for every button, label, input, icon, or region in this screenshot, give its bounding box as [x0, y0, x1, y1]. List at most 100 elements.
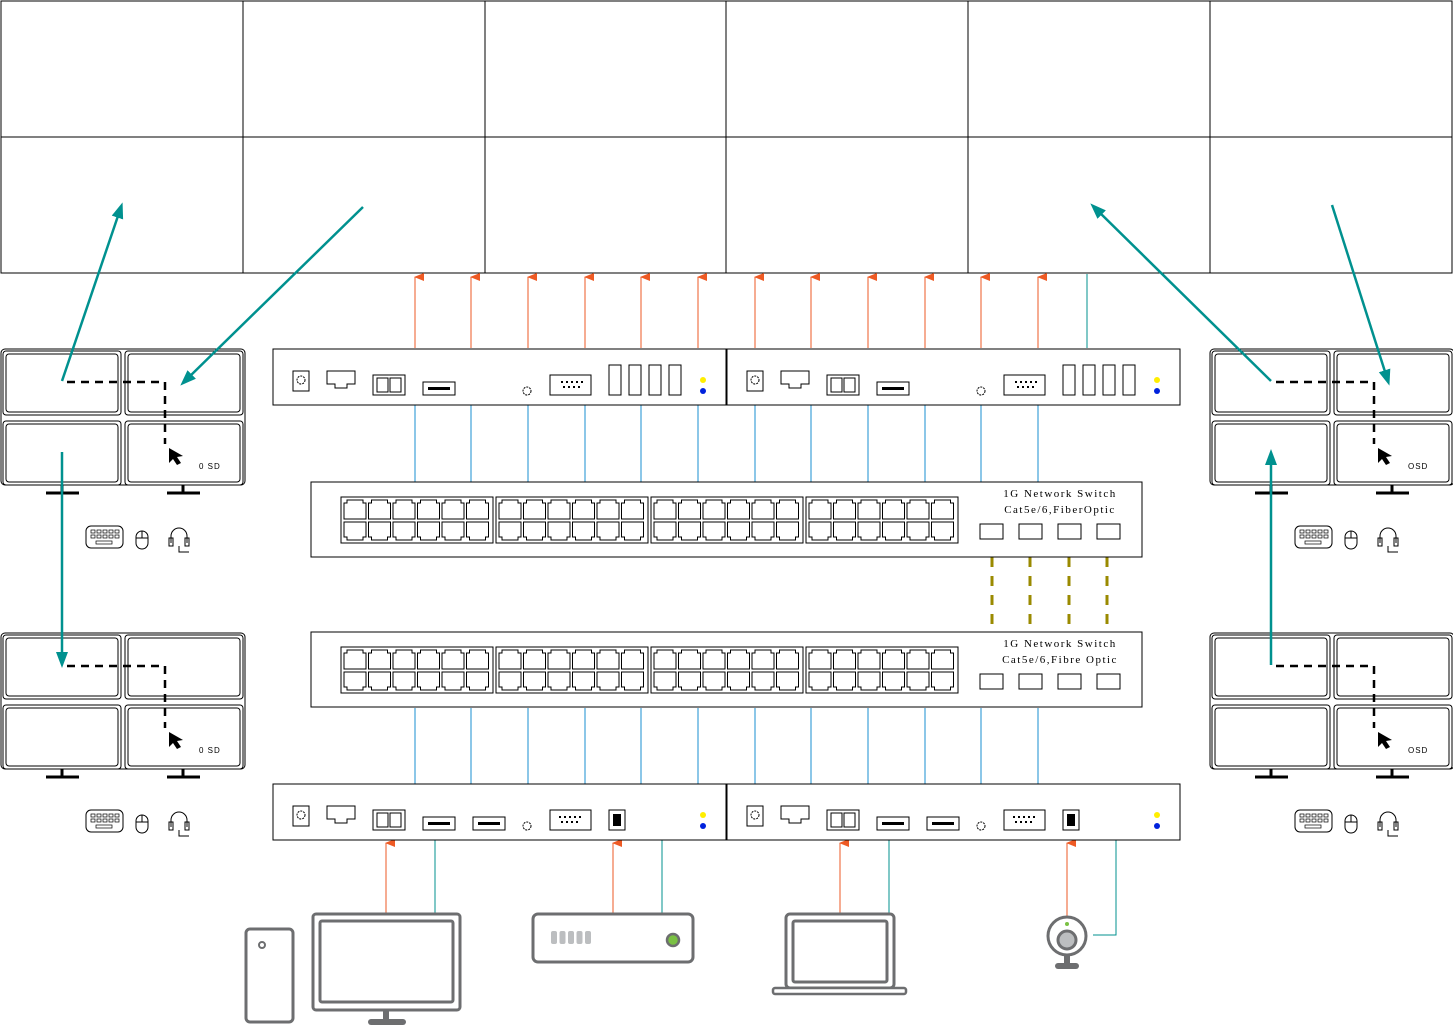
ethernet-port — [727, 499, 750, 520]
keyboard-key — [1317, 818, 1323, 823]
ethernet-port — [498, 521, 522, 541]
video-wall-panel — [0, 136, 244, 274]
monitor-screen — [127, 423, 241, 483]
webcam-icon — [1046, 915, 1088, 969]
ethernet-port — [906, 521, 930, 541]
serial-pin — [1023, 816, 1025, 818]
ethernet-port — [653, 499, 677, 520]
keyboard-key — [1305, 529, 1311, 534]
usb-port-icon — [1062, 364, 1076, 396]
ethernet-port — [343, 521, 367, 541]
video-wall-panel — [1209, 136, 1453, 274]
hdmi-port-icon — [876, 381, 910, 396]
serial-pin — [561, 821, 563, 823]
monitor-display — [318, 919, 455, 1004]
ethernet-port — [882, 499, 905, 520]
monitor-array-outline — [1209, 632, 1453, 770]
hdmi-slot — [478, 822, 500, 825]
headset-mic — [178, 830, 189, 837]
port-group-frame — [340, 646, 494, 694]
sfp-port — [1096, 673, 1121, 690]
monitor-array-outline — [0, 348, 246, 486]
ethernet-port — [392, 671, 416, 691]
ethernet-port-icon — [780, 805, 810, 824]
switch-title: 1G Network Switch — [1003, 638, 1117, 650]
serial-pin — [1030, 821, 1032, 823]
headset-icon — [168, 527, 190, 553]
player-indicator — [585, 931, 591, 944]
port-group-frame — [650, 646, 804, 694]
headset-ear — [168, 821, 174, 831]
cursor-path — [1276, 664, 1376, 728]
webcam-lens — [1056, 929, 1078, 951]
ethernet-port — [857, 499, 881, 520]
ethernet-port — [392, 649, 416, 670]
headset-ear — [1393, 821, 1399, 831]
serial-pin — [573, 386, 575, 388]
monitor-bezel — [311, 912, 462, 1012]
monitor-array-outline — [1209, 348, 1453, 486]
ethernet-port — [808, 671, 832, 691]
encoder-unit — [726, 783, 1181, 841]
ethernet-port — [653, 521, 677, 541]
ethernet-port — [343, 671, 367, 691]
headset-icon — [1377, 527, 1399, 553]
serial-port-icon — [549, 374, 592, 396]
serial-pin — [1013, 816, 1015, 818]
keyboard-key — [1299, 534, 1305, 539]
keyboard-key — [1311, 529, 1317, 534]
ethernet-port — [621, 521, 644, 541]
ethernet-port — [523, 499, 546, 520]
keyboard-key — [1323, 534, 1329, 539]
audio-jack-icon — [522, 386, 532, 396]
keyboard-key — [1323, 813, 1329, 818]
player-indicator — [576, 931, 583, 944]
hdmi-slot — [932, 822, 954, 825]
keyboard-space — [1304, 824, 1322, 829]
sfp-port — [979, 523, 1004, 540]
ethernet-port — [882, 671, 905, 691]
mouse-icon — [1344, 814, 1358, 834]
headset-icon — [1377, 811, 1399, 837]
control-arrow — [60, 202, 124, 382]
usb-port-icon — [648, 364, 662, 396]
ethernet-port — [392, 499, 416, 520]
serial-pin — [1020, 821, 1022, 823]
player-indicator — [551, 931, 557, 944]
ethernet-port — [833, 649, 856, 670]
ethernet-port — [857, 671, 881, 691]
control-arrows — [56, 202, 1391, 668]
hdmi-slot — [428, 822, 450, 825]
serial-pin — [1025, 821, 1027, 823]
video-wall-panel — [967, 136, 1211, 274]
keyboard-key — [1317, 529, 1323, 534]
headset-band — [1379, 811, 1397, 827]
keyboard-icon — [1294, 525, 1333, 549]
ethernet-port — [727, 521, 750, 541]
keyboard-body — [1294, 525, 1333, 549]
osd-label: 0 SD — [199, 746, 221, 755]
mouse-cursor-icon — [1378, 448, 1392, 465]
ir-port-fill — [613, 814, 621, 826]
hdmi-slot — [882, 387, 904, 390]
video-wall-panel — [484, 136, 727, 274]
decoder-rack-outline — [272, 348, 1181, 406]
ethernet-port — [751, 649, 775, 670]
cursor-path — [1276, 380, 1376, 444]
keyboard-body — [85, 809, 124, 833]
video-wall — [0, 0, 1453, 274]
ethernet-port — [906, 649, 930, 670]
ethernet-port — [392, 521, 416, 541]
ethernet-port — [808, 649, 832, 670]
ir-port-fill — [1067, 814, 1075, 826]
ethernet-port — [882, 521, 905, 541]
control-arrow — [180, 206, 364, 386]
ethernet-port — [751, 671, 775, 691]
video-wall-panel — [242, 136, 486, 274]
mouse-cursor-icon — [169, 732, 183, 749]
ethernet-port — [882, 649, 905, 670]
serial-pin — [1028, 816, 1030, 818]
status-led-yellow — [1154, 377, 1160, 383]
port-group-frame — [650, 496, 804, 544]
status-led-blue — [1154, 823, 1160, 829]
